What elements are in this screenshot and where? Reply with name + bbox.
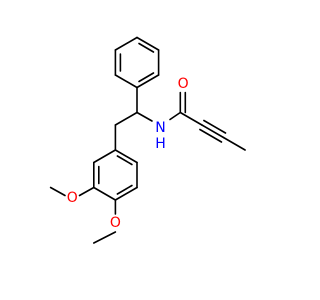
double-bond xyxy=(138,42,155,53)
methoxy-oxygen-upper-label: O xyxy=(67,190,78,206)
carbonyl-oxygen-label: O xyxy=(178,76,189,92)
amide-nitrogen-label: N xyxy=(155,120,165,136)
bond xyxy=(136,36,160,51)
dimethoxyphenyl-ring xyxy=(93,149,138,201)
butynamide-chain xyxy=(169,91,246,151)
double-bond xyxy=(138,72,155,83)
bond xyxy=(114,74,138,89)
bond xyxy=(114,36,138,51)
molecule-canvas: O N H O O xyxy=(49,36,246,244)
amide-hydrogen-label: H xyxy=(155,136,166,152)
phenyl-ring xyxy=(114,36,160,89)
backbone xyxy=(114,86,153,151)
bond xyxy=(93,231,117,244)
bond xyxy=(114,111,138,126)
bond xyxy=(136,74,160,89)
double-bond xyxy=(116,184,133,195)
triple-bond xyxy=(201,124,225,139)
double-bond xyxy=(116,155,133,166)
bond xyxy=(136,111,153,122)
bond xyxy=(114,149,138,164)
bond xyxy=(179,111,203,126)
molecule-structure: O N H O O xyxy=(49,36,246,244)
triple-bond xyxy=(203,119,227,134)
methoxy-groups xyxy=(49,186,117,244)
bond xyxy=(169,111,182,121)
bond xyxy=(93,186,117,201)
bond xyxy=(49,186,66,197)
methoxy-oxygen-lower-label: O xyxy=(110,215,121,231)
bond xyxy=(222,136,246,151)
bond xyxy=(78,186,95,197)
bond xyxy=(93,149,117,164)
triple-bond xyxy=(199,128,223,143)
bond xyxy=(114,186,138,201)
